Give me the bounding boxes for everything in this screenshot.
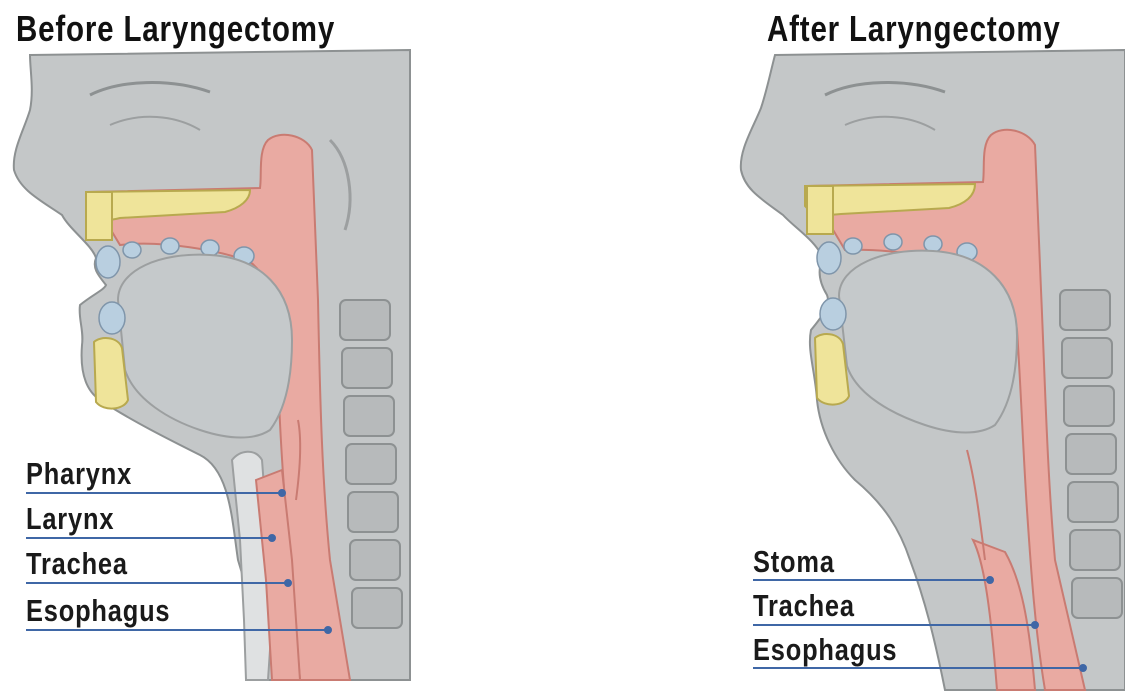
before-title: Before Laryngectomy <box>16 8 335 50</box>
stoma-label: Stoma <box>753 546 835 577</box>
trachea-label: Trachea <box>26 548 128 579</box>
larynx-label: Larynx <box>26 503 114 534</box>
pharynx-label: Pharynx <box>26 458 132 489</box>
after-title: After Laryngectomy <box>767 8 1061 50</box>
jaw-bone <box>815 334 849 405</box>
before-anatomy-illustration <box>0 0 420 696</box>
esophagus-label: Esophagus <box>753 634 897 665</box>
jaw-bone <box>94 338 128 409</box>
before-laryngectomy-panel: Before Laryngectomy Pharynx Larynx Trach… <box>0 0 420 696</box>
esophagus-label: Esophagus <box>26 595 170 626</box>
after-laryngectomy-panel: After Laryngectomy Stoma Trachea Esophag… <box>735 0 1125 696</box>
trachea-label: Trachea <box>753 590 855 621</box>
